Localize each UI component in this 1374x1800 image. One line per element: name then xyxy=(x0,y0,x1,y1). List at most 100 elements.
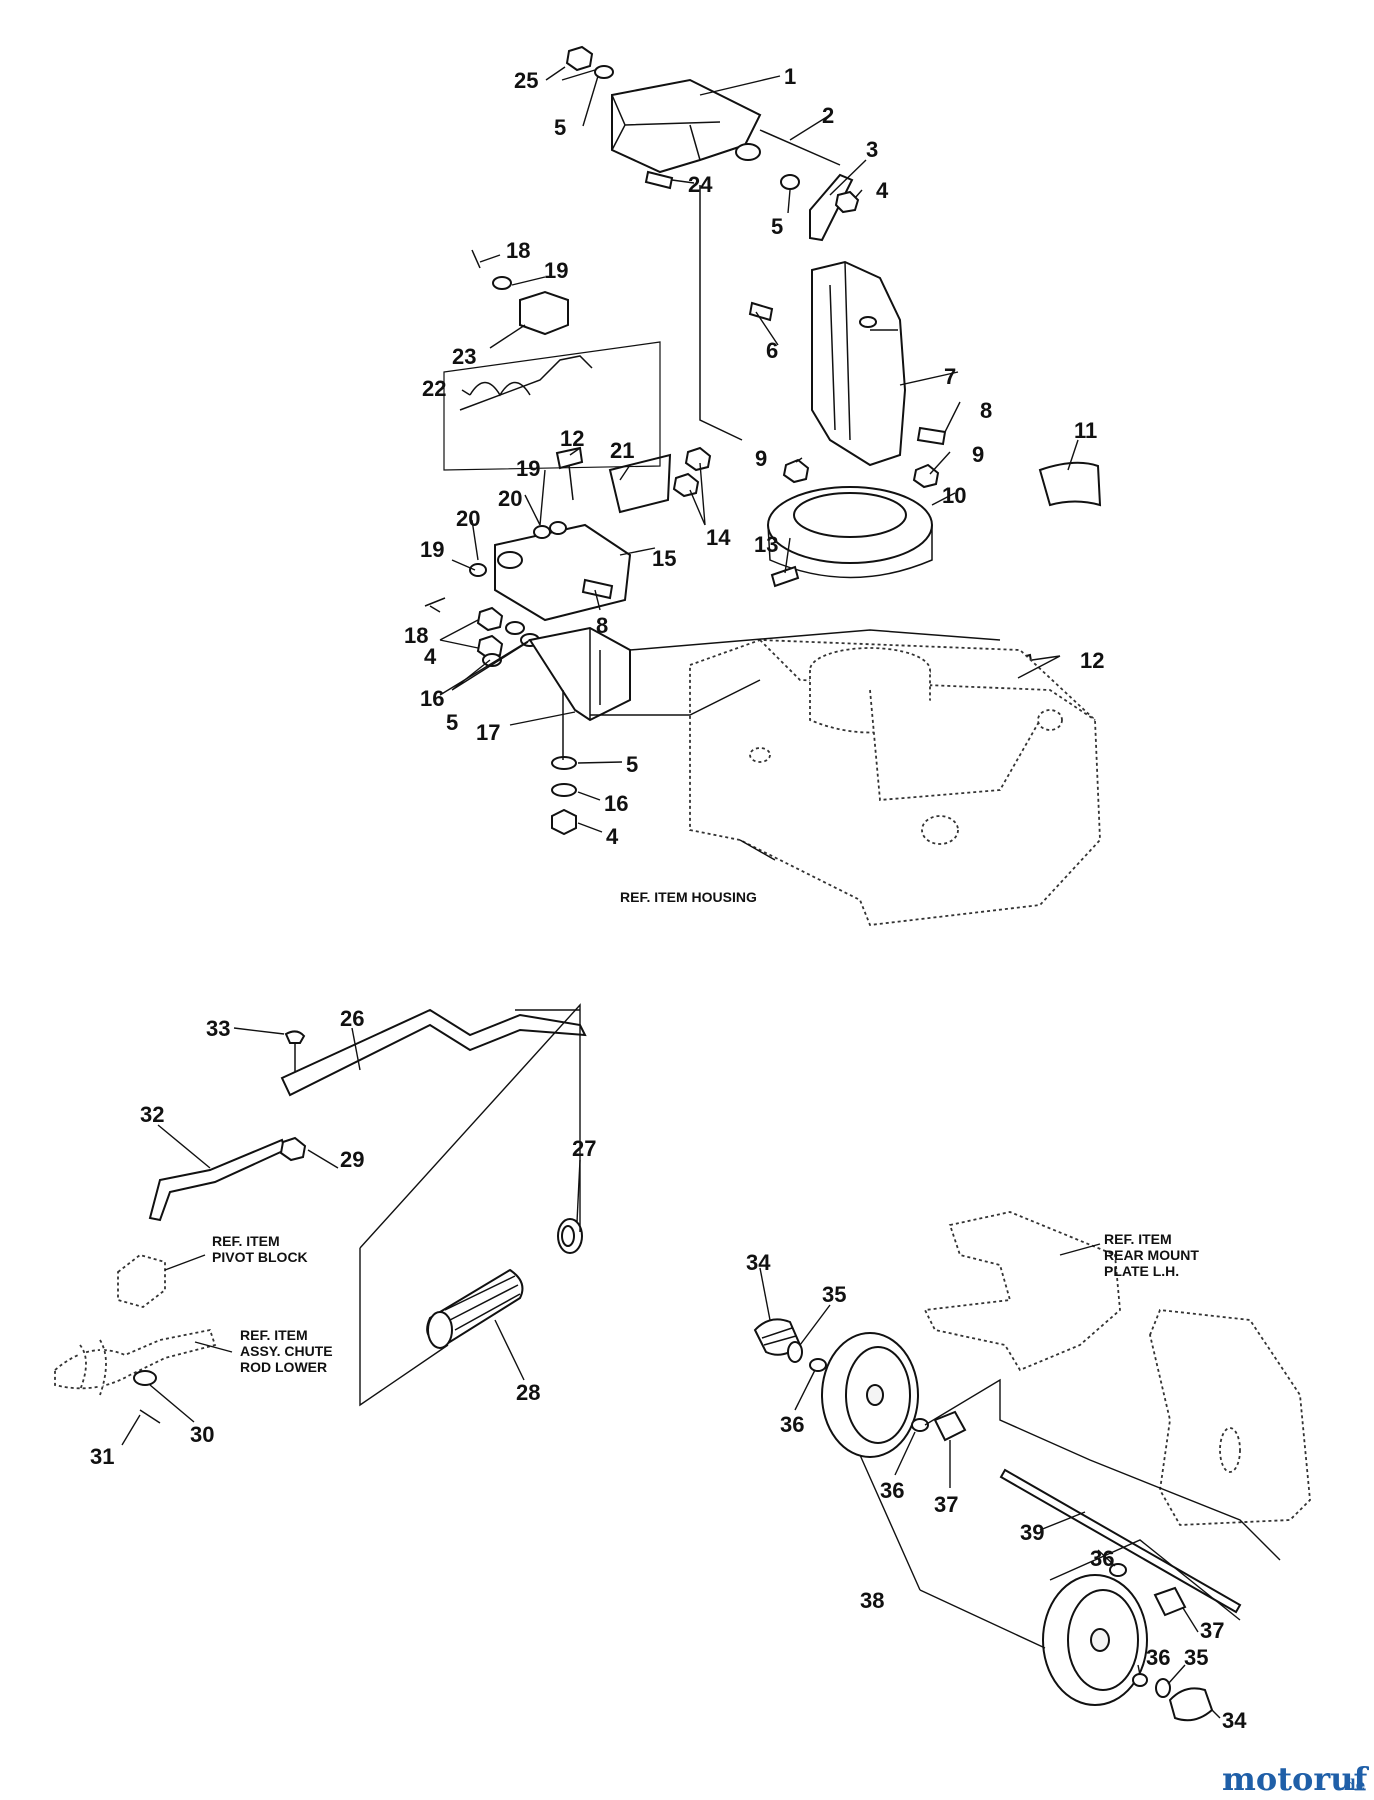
callout-12: 12 xyxy=(1080,648,1104,673)
chute-rod-lower-reference xyxy=(54,1328,217,1390)
callout-4: 4 xyxy=(424,644,437,669)
callout-6: 6 xyxy=(766,338,778,363)
callout-39: 39 xyxy=(1020,1520,1044,1545)
part-36-washer-c xyxy=(1109,1563,1127,1577)
callout-36: 36 xyxy=(780,1412,804,1437)
part-11-deflector-piece xyxy=(1038,461,1102,507)
part-36-washer-a xyxy=(809,1358,827,1372)
part-6-bolt xyxy=(748,301,774,322)
callout-26: 26 xyxy=(340,1006,364,1031)
ref-housing-label: REF. ITEM HOUSING xyxy=(620,889,757,905)
part-12-bolt-upper xyxy=(555,446,584,470)
part-26-rod xyxy=(280,1008,587,1097)
leader-lines-top xyxy=(429,66,1079,861)
callout-19: 19 xyxy=(516,456,540,481)
chute-assembly xyxy=(748,260,1102,588)
part-4-nut-bottom xyxy=(551,808,577,836)
callout-24: 24 xyxy=(688,172,713,197)
callout-25: 25 xyxy=(514,68,538,93)
callout-31: 31 xyxy=(90,1444,114,1469)
part-5-washer-top xyxy=(594,65,614,79)
callout-36: 36 xyxy=(1146,1645,1170,1670)
callout-20: 20 xyxy=(456,506,480,531)
callout-16: 16 xyxy=(604,791,628,816)
ref-chute-rod-line2: ASSY. CHUTE xyxy=(240,1343,333,1359)
callout-21: 21 xyxy=(610,438,634,463)
callout-38: 38 xyxy=(860,1588,884,1613)
leader-lines-bottom-right xyxy=(759,1243,1281,1719)
callout-17: 17 xyxy=(476,720,500,745)
part-35-clip-upper xyxy=(787,1341,803,1363)
part-33-screw xyxy=(284,1030,306,1044)
callout-3: 3 xyxy=(866,137,878,162)
part-29-nut xyxy=(279,1136,307,1162)
part-1-deflector xyxy=(611,78,762,174)
callout-9: 9 xyxy=(972,442,984,467)
callout-12: 12 xyxy=(560,426,584,451)
part-3-knob xyxy=(809,173,854,242)
callout-10: 10 xyxy=(942,483,966,508)
callout-18: 18 xyxy=(506,238,530,263)
part-14-nut-a xyxy=(684,446,712,472)
ref-pivot-block-line2: PIVOT BLOCK xyxy=(212,1249,308,1265)
callout-15: 15 xyxy=(652,546,676,571)
callout-5: 5 xyxy=(446,710,458,735)
part-34-cap-lower xyxy=(1168,1687,1214,1722)
ref-rear-mount-line1: REF. ITEM xyxy=(1104,1231,1172,1247)
callout-35: 35 xyxy=(1184,1645,1208,1670)
callout-22: 22 xyxy=(422,376,446,401)
callout-5: 5 xyxy=(771,214,783,239)
callout-16: 16 xyxy=(420,686,444,711)
part-39-axle xyxy=(999,1468,1242,1614)
part-25-nut xyxy=(565,45,594,72)
part-5-washer-bottom xyxy=(551,756,577,770)
housing-reference xyxy=(689,639,1101,926)
callout-7: 7 xyxy=(944,364,956,389)
part-24-bolt xyxy=(644,170,674,190)
callout-11: 11 xyxy=(1074,418,1097,443)
callout-2: 2 xyxy=(822,103,834,128)
part-13-bolt xyxy=(770,565,800,588)
callout-8: 8 xyxy=(596,613,608,638)
callout-19: 19 xyxy=(544,258,568,283)
callout-19: 19 xyxy=(420,537,444,562)
part-36-washer-d xyxy=(1132,1673,1148,1687)
callout-30: 30 xyxy=(190,1422,214,1447)
part-7-chute xyxy=(811,260,907,467)
leader-lines-bottom-left xyxy=(121,1003,581,1446)
callout-36: 36 xyxy=(1090,1546,1114,1571)
part-14-nut-b xyxy=(672,472,700,498)
callout-8: 8 xyxy=(980,398,992,423)
callout-33: 33 xyxy=(206,1016,230,1041)
part-23-block xyxy=(519,290,569,336)
callout-1: 1 xyxy=(784,64,796,89)
part-30-washer xyxy=(133,1370,157,1386)
part-32-rod xyxy=(148,1138,287,1222)
part-21-bracket xyxy=(608,453,672,514)
reference-labels: REF. ITEM HOUSING REF. ITEM PIVOT BLOCK … xyxy=(212,889,1199,1375)
callout-23: 23 xyxy=(452,344,476,369)
callout-4: 4 xyxy=(606,824,619,849)
part-17-bracket xyxy=(528,626,631,722)
part-31-pin xyxy=(139,1409,161,1424)
part-9-nut-left xyxy=(782,458,810,484)
deflector-assembly xyxy=(565,45,860,242)
ref-pivot-block-line1: REF. ITEM xyxy=(212,1233,280,1249)
callout-9: 9 xyxy=(755,446,767,471)
pivot-block-reference xyxy=(117,1254,166,1308)
callout-27: 27 xyxy=(572,1136,596,1161)
part-35-clip-lower xyxy=(1155,1678,1171,1698)
callout-29: 29 xyxy=(340,1147,364,1172)
callout-34: 34 xyxy=(1222,1708,1247,1733)
ref-rear-mount-line2: REAR MOUNT xyxy=(1104,1247,1199,1263)
callout-35: 35 xyxy=(822,1282,846,1307)
watermark-tld: .de xyxy=(1340,1776,1365,1794)
callout-4: 4 xyxy=(876,178,889,203)
part-8-bolt-lower xyxy=(581,578,614,600)
ref-chute-rod-line3: ROD LOWER xyxy=(240,1359,327,1375)
part-16-washer-bottom xyxy=(551,783,577,797)
part-8-bolt xyxy=(916,426,947,446)
part-37-spacer-upper xyxy=(933,1410,967,1442)
watermark-logo: motoruf .de xyxy=(1222,1760,1369,1798)
